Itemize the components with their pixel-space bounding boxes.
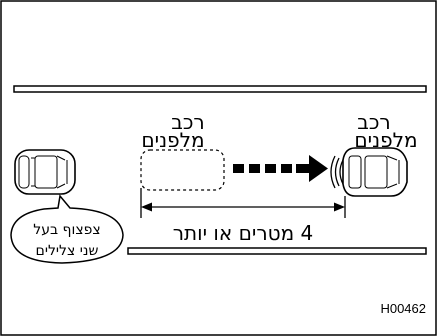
car-ahead-right-label-1: רכב [357, 110, 390, 134]
car-ahead-left-label-1: רכב [171, 110, 204, 134]
dashed-car-outline [140, 149, 225, 191]
figure-code: H00462 [380, 301, 426, 316]
car-ahead [342, 147, 408, 197]
road-top-line [13, 85, 427, 93]
distance-label: 4 מטרים או יותר [173, 221, 314, 245]
own-car [14, 149, 76, 195]
car-ahead-left-label-2: מלפנים [141, 128, 204, 152]
sound-waves-icon [330, 155, 344, 189]
bubble-label-1: צפצוף בעל [33, 222, 100, 238]
road-bottom-line [127, 247, 427, 255]
distance-dimension [140, 188, 346, 218]
speech-bubble [10, 194, 124, 264]
car-ahead-right-label-2: מלפנים [354, 128, 417, 152]
bubble-label-2: שני צלילים [36, 243, 99, 259]
movement-arrow [233, 155, 328, 182]
